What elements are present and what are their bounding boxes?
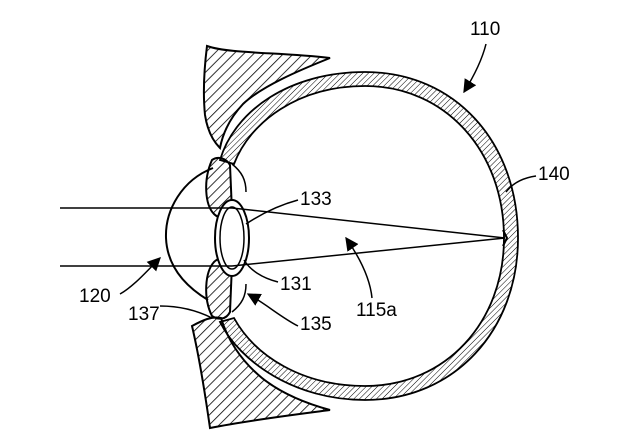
- arrow-cornea: [119, 257, 161, 295]
- cornea: [164, 167, 214, 301]
- lens: [214, 199, 250, 277]
- sclera-wall: [218, 71, 519, 401]
- leader-iris: [159, 305, 213, 319]
- label-cornea: 120: [79, 286, 111, 307]
- arrow-eye: [463, 43, 487, 94]
- lens-inner: [219, 206, 245, 270]
- label-lens: 131: [280, 274, 312, 295]
- leader-lens: [243, 259, 279, 283]
- leader-lens-front: [245, 199, 299, 225]
- label-iris: 137: [128, 304, 160, 325]
- label-zonule: 135: [300, 314, 332, 335]
- refracted-ray-lower: [231, 237, 506, 267]
- label-light-path: 115a: [356, 300, 397, 321]
- retina-focus: [502, 229, 509, 247]
- label-eye: 110: [470, 19, 500, 40]
- zonule-band: [231, 163, 247, 313]
- leader-retina: [505, 175, 537, 193]
- upper-orbit-tissue: [202, 44, 331, 151]
- refracted-ray-upper: [231, 207, 506, 239]
- label-retina: 140: [538, 164, 570, 185]
- label-lens-front: 133: [300, 189, 332, 210]
- arrow-zonule: [246, 293, 299, 327]
- arrow-light-path: [345, 236, 373, 299]
